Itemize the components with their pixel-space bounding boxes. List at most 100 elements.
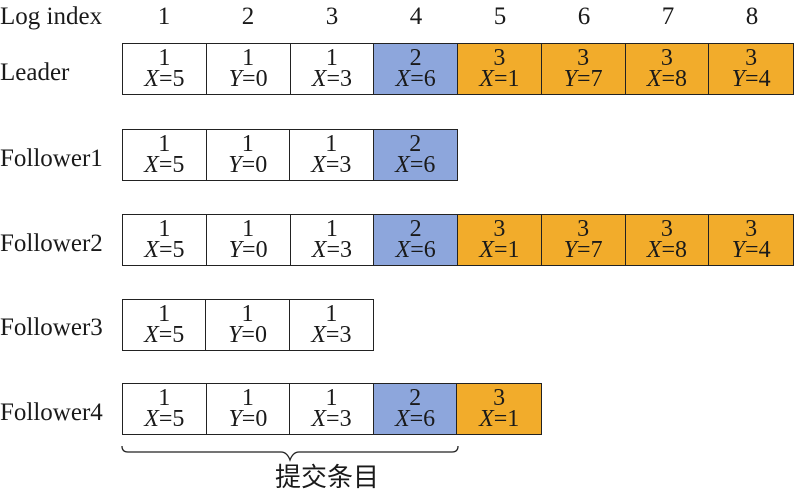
entry-term: 1	[158, 216, 171, 242]
entry-variable: X	[479, 406, 494, 432]
entry-value: =3	[325, 152, 352, 178]
entry-value: =7	[577, 66, 603, 92]
entry-value: =8	[661, 66, 687, 92]
log-index-2: 2	[241, 3, 255, 30]
log-index-4: 4	[409, 3, 423, 30]
entry-command: X=5	[144, 406, 185, 432]
entry-command: Y=0	[228, 152, 268, 178]
row-label-follower1: Follower1	[0, 145, 103, 172]
entry-value: =0	[241, 152, 268, 178]
entry-term: 1	[325, 131, 338, 157]
entry-value: =4	[745, 66, 771, 92]
entry-value: =4	[745, 237, 771, 263]
entry-command: X=5	[144, 322, 184, 348]
entry-command: X=1	[479, 237, 520, 263]
entry-variable: Y	[228, 152, 242, 178]
entry-value: =6	[410, 237, 436, 263]
entry-term: 3	[493, 385, 506, 411]
entry-variable: X	[311, 322, 326, 348]
entry-term: 3	[493, 45, 506, 71]
entry-value: =1	[493, 66, 520, 92]
log-index-3: 3	[325, 3, 339, 30]
entry-variable: Y	[228, 66, 243, 92]
entry-command: X=5	[144, 238, 184, 262]
entry-term: 1	[241, 385, 254, 411]
entry-term: 1	[242, 45, 255, 71]
entry-command: Y=4	[731, 237, 771, 263]
entry-value: =1	[493, 237, 520, 263]
entry-variable: X	[144, 66, 159, 92]
entry-command: Y=0	[228, 66, 268, 92]
entry-term: 1	[241, 301, 254, 327]
entry-command: Y=7	[564, 66, 603, 92]
entry-command: X=3	[311, 152, 352, 178]
entry-value: =0	[242, 66, 268, 92]
entry-value: =5	[158, 406, 185, 432]
entry-variable: X	[144, 322, 159, 348]
entry-variable: Y	[731, 66, 746, 92]
entry-variable: X	[311, 66, 327, 92]
entry-command: X=1	[479, 66, 520, 92]
entry-term: 1	[158, 385, 171, 411]
entry-variable: X	[311, 237, 327, 263]
entry-command: Y=0	[228, 322, 267, 348]
log-index-1: 1	[157, 3, 171, 30]
entry-term: 1	[325, 301, 338, 327]
entry-command: X=5	[144, 152, 184, 178]
entry-variable: X	[646, 66, 662, 92]
entry-value: =3	[326, 66, 352, 92]
committed-entries-label: 提交条目	[275, 463, 380, 493]
log-index-5: 5	[493, 3, 507, 30]
entry-command: Y=0	[228, 407, 267, 431]
entry-term: 2	[409, 216, 422, 242]
entry-variable: X	[144, 152, 159, 178]
entry-variable: X	[144, 406, 159, 432]
entry-command: Y=7	[564, 238, 603, 262]
entry-term: 2	[409, 131, 422, 157]
entry-variable: Y	[228, 322, 242, 348]
entry-command: X=3	[311, 66, 352, 92]
entry-term: 2	[409, 385, 422, 411]
entry-value: =8	[661, 237, 687, 263]
entry-variable: X	[311, 406, 327, 432]
row-label-leader: Leader	[0, 59, 70, 86]
log-index-6: 6	[577, 3, 591, 30]
row-label-follower3: Follower3	[0, 314, 103, 341]
entry-term: 3	[577, 45, 590, 71]
entry-term: 1	[325, 45, 338, 71]
entry-command: X=6	[395, 153, 435, 177]
entry-value: =6	[409, 406, 436, 432]
entry-variable: Y	[731, 237, 746, 263]
entry-command: X=3	[311, 237, 352, 263]
entry-variable: X	[646, 237, 662, 263]
entry-value: =0	[241, 322, 267, 348]
entry-term: 3	[660, 45, 673, 71]
entry-term: 3	[660, 216, 673, 242]
entry-term: 3	[745, 216, 758, 242]
entry-value: =6	[410, 66, 436, 92]
entry-value: =0	[242, 237, 268, 263]
row-label-follower4: Follower4	[0, 399, 103, 426]
entry-value: =1	[493, 406, 520, 432]
entry-command: Y=4	[731, 66, 771, 92]
entry-command: X=8	[646, 66, 687, 92]
